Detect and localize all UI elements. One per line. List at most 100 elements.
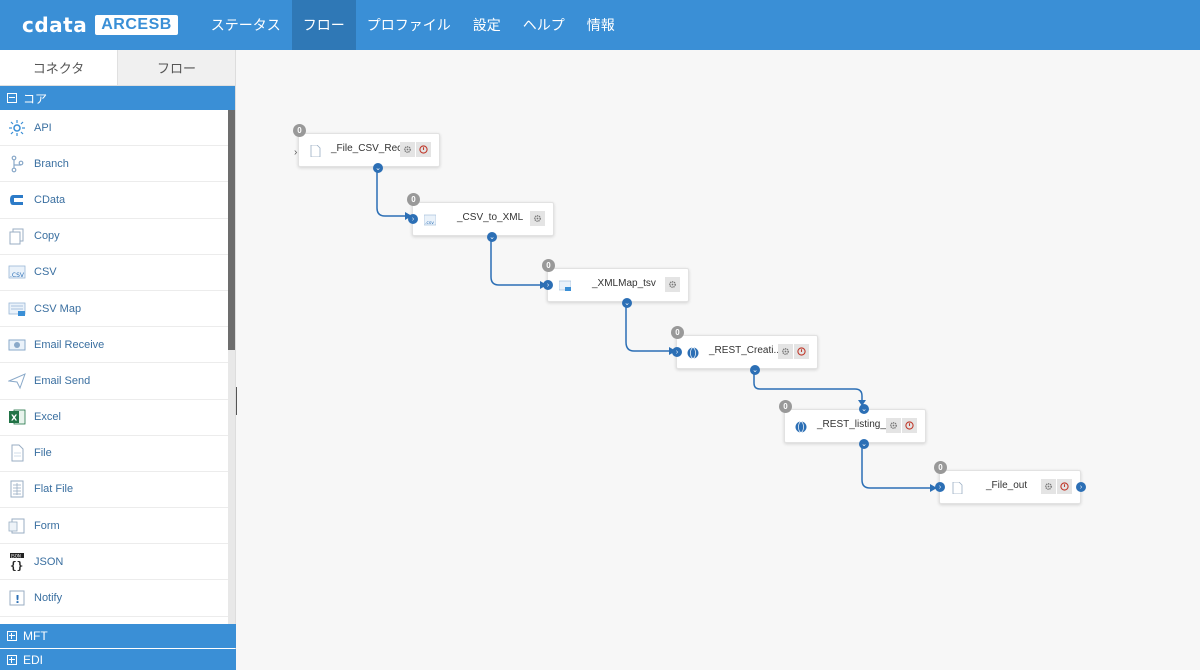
collapse-icon [7, 93, 17, 103]
connector-label: Copy [34, 230, 60, 243]
notify-icon: ! [8, 589, 26, 607]
copy-icon [8, 227, 26, 245]
flow-canvas[interactable]: 0 › _File_CSV_Rec... ⌄ 0 › .csv _CSV_to_… [237, 50, 1200, 670]
wire-5 [861, 445, 930, 489]
input-port[interactable]: › [672, 347, 682, 357]
flow-node-xmlmap-tsv[interactable]: 0 › _XMLMap_tsv ⌄ [542, 259, 689, 308]
cdata-icon [8, 191, 26, 209]
connector-label: CSV Map [34, 302, 82, 315]
panel-tabs: コネクタ フロー [0, 50, 235, 86]
branch-icon [8, 155, 26, 173]
connector-label: Branch [34, 157, 69, 170]
svg-text:.csv: .csv [425, 221, 434, 226]
output-port[interactable]: ⌄ [859, 439, 869, 449]
section-core-label: コア [23, 91, 48, 106]
xml-map-icon [558, 279, 572, 291]
settings-gear-icon[interactable] [530, 211, 545, 226]
input-port[interactable]: › [543, 280, 553, 290]
connector-list: API Branch CData Copy .CSV CSV [0, 110, 235, 624]
logo-arcesb: ARCESB [95, 15, 178, 35]
connector-branch[interactable]: Branch [0, 146, 229, 183]
settings-gear-icon[interactable] [886, 418, 901, 433]
stop-icon[interactable] [794, 344, 809, 359]
nav-settings[interactable]: 設定 [472, 17, 501, 33]
svg-text:.CSV: .CSV [10, 272, 25, 279]
node-label: _XMLMap_tsv [592, 278, 656, 289]
connector-cdata[interactable]: CData [0, 182, 229, 219]
output-port[interactable]: ⌄ [373, 163, 383, 173]
output-port[interactable]: ⌄ [622, 298, 632, 308]
input-port[interactable]: › [935, 482, 945, 492]
connector-csv[interactable]: .CSV CSV [0, 255, 229, 291]
flow-node-file-csv-receive[interactable]: 0 › _File_CSV_Rec... ⌄ [293, 124, 440, 173]
settings-gear-icon[interactable] [778, 344, 793, 359]
connector-email-send[interactable]: Email Send [0, 363, 229, 400]
flow-node-rest-creation[interactable]: 0 › _REST_Creati... ⌄ [671, 326, 818, 375]
connector-label: Email Receive [34, 338, 105, 351]
logo[interactable]: cdata ARCESB [22, 13, 178, 37]
csv-icon: .CSV [8, 263, 26, 281]
connector-label: CData [34, 193, 66, 206]
connector-form[interactable]: Form [0, 508, 229, 545]
connector-csv-map[interactable]: CSV Map [0, 291, 229, 328]
excel-icon: X [8, 408, 26, 426]
connector-flat-file[interactable]: Flat File [0, 472, 229, 509]
section-mft[interactable]: MFT [0, 624, 236, 648]
output-port[interactable]: › [1076, 482, 1086, 492]
nav-status[interactable]: ステータス [210, 17, 281, 33]
tab-connectors[interactable]: コネクタ [0, 50, 118, 85]
api-icon [8, 119, 26, 137]
nav-flow[interactable]: フロー [291, 0, 356, 50]
input-port[interactable]: › [408, 214, 418, 224]
connector-label: JSON [34, 555, 64, 568]
connector-notify[interactable]: ! Notify [0, 580, 229, 617]
output-port[interactable]: ⌄ [750, 365, 760, 375]
wire-4 [753, 370, 863, 402]
top-bar: cdata ARCESB ステータス フロー プロファイル 設定 ヘルプ 情報 [0, 0, 1200, 50]
flow-node-csv-to-xml[interactable]: 0 › .csv _CSV_to_XML ⌄ [407, 193, 554, 242]
nav-help[interactable]: ヘルプ [522, 17, 565, 33]
form-icon [8, 517, 26, 535]
settings-gear-icon[interactable] [400, 142, 415, 157]
flat-file-icon [8, 480, 26, 498]
node-label: _REST_listing_... [817, 419, 895, 430]
node-label: _REST_Creati... [709, 345, 782, 356]
scrollbar[interactable] [228, 110, 235, 624]
connector-label: CSV [34, 266, 57, 279]
stop-icon[interactable] [1057, 479, 1072, 494]
main-nav: ステータス フロー プロファイル 設定 ヘルプ 情報 [200, 0, 626, 50]
nav-profile[interactable]: プロファイル [366, 17, 451, 33]
stop-icon[interactable] [416, 142, 431, 157]
scrollbar-thumb[interactable] [228, 110, 235, 350]
connector-api[interactable]: API [0, 110, 229, 147]
connector-copy[interactable]: Copy [0, 219, 229, 255]
stop-icon[interactable] [902, 418, 917, 433]
input-port[interactable]: ⌄ [859, 404, 869, 414]
settings-gear-icon[interactable] [665, 277, 680, 292]
email-receive-icon [8, 336, 26, 354]
settings-gear-icon[interactable] [1041, 479, 1056, 494]
rest-icon [687, 346, 699, 359]
connector-file[interactable]: File [0, 436, 229, 472]
nav-info[interactable]: 情報 [586, 17, 615, 33]
connector-label: API [34, 121, 52, 134]
flow-node-rest-listing[interactable]: 0 ⌄ _REST_listing_... ⌄ [779, 400, 926, 449]
message-count-badge: 0 [671, 326, 684, 339]
tab-flows[interactable]: フロー [118, 50, 235, 85]
file-icon [8, 444, 26, 462]
section-edi[interactable]: EDI [0, 649, 236, 670]
section-core[interactable]: コア [0, 86, 235, 110]
node-label: _File_out [986, 480, 1028, 491]
flow-node-file-out[interactable]: 0 › _File_out › [934, 461, 1086, 504]
message-count-badge: 0 [934, 461, 947, 474]
connector-email-receive[interactable]: Email Receive [0, 327, 229, 364]
connector-json[interactable]: JSON{} JSON [0, 544, 229, 581]
file-icon [309, 144, 321, 158]
logo-cdata: cdata [22, 13, 88, 37]
connector-excel[interactable]: X Excel [0, 400, 229, 436]
flow-wires [376, 168, 937, 492]
connector-label: File [34, 447, 52, 460]
file-icon [951, 481, 963, 495]
output-port[interactable]: ⌄ [487, 232, 497, 242]
email-send-icon [8, 372, 26, 390]
